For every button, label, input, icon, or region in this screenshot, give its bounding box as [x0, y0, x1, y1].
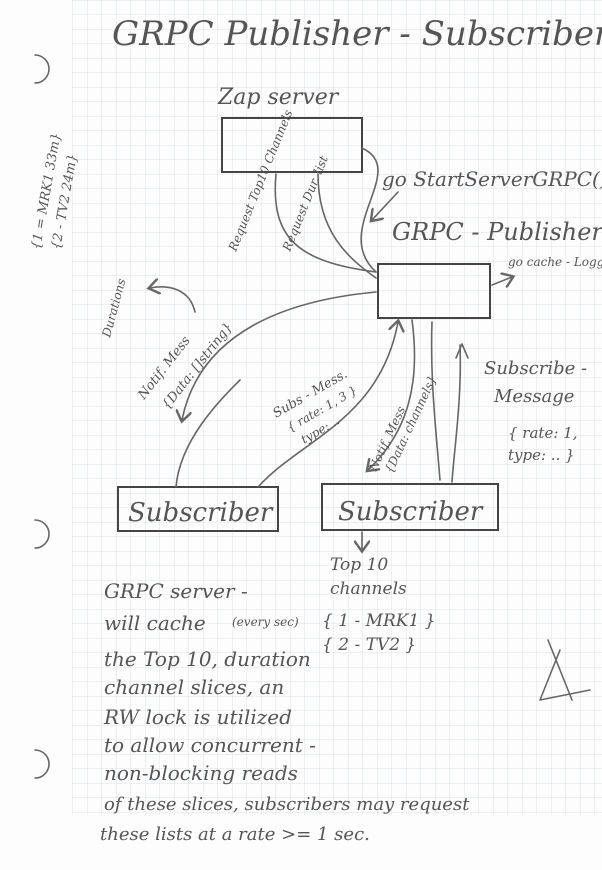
- body-line-7: non-blocking reads: [104, 761, 298, 785]
- subscriber-left-box: [117, 486, 279, 532]
- durations-arrow: [150, 287, 196, 313]
- rate-line2: type: .. }: [508, 446, 575, 464]
- body-line-4: channel slices, an: [104, 675, 284, 699]
- request-top10-line: [274, 173, 377, 273]
- zap-server-label: Zap server: [217, 85, 340, 110]
- subscribe-message-arrowhead: [455, 343, 469, 359]
- top10-list-line1: { 1 - MRK1 }: [322, 611, 436, 631]
- request-dur-line: [317, 173, 377, 279]
- punch-hole: [34, 519, 50, 549]
- punch-hole: [34, 749, 50, 779]
- every-sec-note: (every sec): [232, 615, 299, 629]
- subscriber-right-box: [321, 483, 499, 531]
- top10-list-line2: { 2 - TV2 }: [322, 635, 416, 655]
- go-cache-arrow: [491, 277, 512, 285]
- subs-mess-arrow: [257, 322, 398, 488]
- subscriber-right-label: Subscriber: [338, 497, 484, 527]
- publisher-box: [377, 263, 491, 319]
- page-title: GRPC Publisher - Subscriber: [112, 14, 602, 54]
- grid-paper: [72, 0, 602, 815]
- body-line-9: these lists at a rate >= 1 sec.: [100, 824, 370, 845]
- body-line-8: of these slices, subscribers may request: [104, 794, 470, 815]
- subscribe-message-arrow: [451, 344, 462, 483]
- go-start-label: go StartServerGRPC(): [382, 167, 602, 191]
- left-sub-line: [175, 379, 241, 488]
- body-line-5: RW lock is utilized: [103, 705, 292, 729]
- top10-label-line1: Top 10: [330, 555, 388, 575]
- notif-right-arrow: [368, 319, 416, 470]
- body-line-3: the Top 10, duration: [104, 647, 311, 671]
- go-start-arrow: [372, 191, 399, 220]
- top10-label-line2: channels: [330, 579, 407, 599]
- notif-left-arrow: [182, 291, 377, 420]
- zap-server-box: [221, 117, 363, 173]
- rate-line1: { rate: 1,: [508, 424, 577, 442]
- scribble: [539, 639, 591, 701]
- punch-hole: [34, 54, 50, 84]
- body-line-1: GRPC server -: [104, 579, 248, 603]
- publisher-label: GRPC - Publisher: [392, 218, 602, 246]
- go-cache-label: go cache - LoggerData(): [508, 255, 602, 269]
- body-line-6: to allow concurrent -: [104, 733, 316, 757]
- body-line-2: will cache: [104, 611, 206, 635]
- right-sub-line-1: [430, 321, 441, 481]
- subscribe-message-line1: Subscribe -: [484, 358, 587, 379]
- zap-publisher-line: [360, 147, 379, 273]
- subscribe-message-line2: Message: [493, 386, 574, 407]
- subscriber-left-label: Subscriber: [128, 498, 274, 528]
